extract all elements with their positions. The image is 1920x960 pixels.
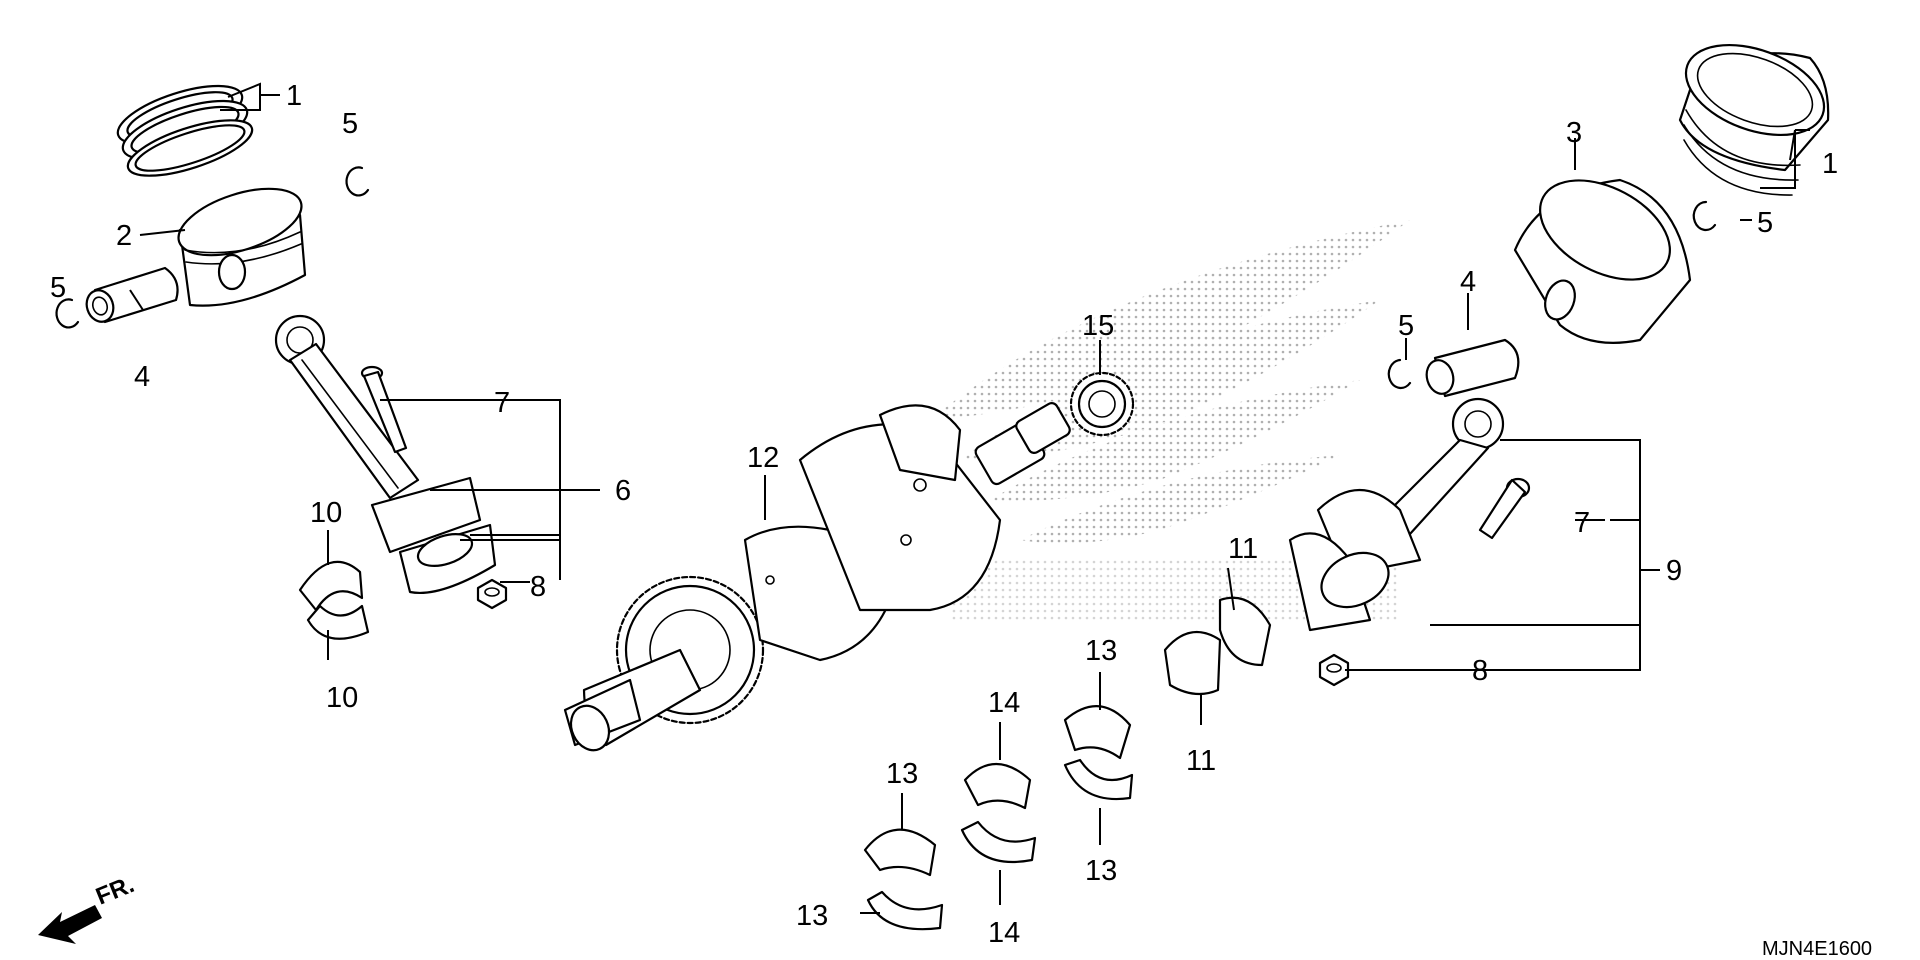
front-label: FR. [92,871,138,911]
callout-14: 14 [988,917,1020,949]
callout-13: 13 [886,758,918,790]
main-bearings-11 [1163,596,1272,696]
circlip-right-top [1692,200,1717,232]
callout-1: 1 [286,80,302,112]
conrod-bolt-left [360,365,408,454]
callout-5: 5 [50,272,66,304]
callout-13: 13 [796,900,828,932]
callout-4: 4 [1460,266,1476,298]
callout-13: 13 [1085,855,1117,887]
conrod-bolt-right [1478,477,1531,540]
crankshaft [563,402,1071,752]
circlip-left-top [345,166,370,197]
callout-10: 10 [310,497,342,529]
figure-code: MJN4E1600 [1762,938,1872,960]
callout-5: 5 [1398,310,1414,342]
callout-9: 9 [1666,555,1682,587]
cam-sprocket [1069,371,1135,437]
arrow-left-icon [38,905,102,944]
callout-4: 4 [134,361,150,393]
main-bearings-13-left [863,828,944,931]
callout-13: 13 [1085,635,1117,667]
callout-10: 10 [326,682,358,714]
callout-8: 8 [1472,655,1488,687]
rod-bearing-left [298,560,370,640]
callout-6: 6 [615,475,631,507]
callout-5: 5 [342,108,358,140]
main-bearings-13-right [1063,705,1134,801]
callout-5: 5 [1757,207,1773,239]
callout-15: 15 [1082,310,1114,342]
conrod-nut-right [1318,653,1350,687]
piston-rings-right [1678,43,1830,196]
callout-7: 7 [1574,507,1590,539]
callout-3: 3 [1566,117,1582,149]
callout-11: 11 [1228,533,1258,565]
piston-pin-left [85,266,179,324]
callout-labels: 1 1 2 3 4 4 5 5 5 5 6 7 7 8 8 9 10 10 11… [50,80,1838,949]
circlip-right-mid [1387,358,1412,390]
piston-right [1513,178,1692,344]
main-bearings-14 [960,762,1037,864]
piston-pin-right [1425,338,1520,398]
callout-2: 2 [116,220,132,252]
callout-11: 11 [1186,745,1216,777]
callout-14: 14 [988,687,1020,719]
circlip-left-side [55,298,80,329]
front-direction-arrow: FR. [38,871,138,944]
callout-7: 7 [494,387,510,419]
callout-1: 1 [1822,148,1838,180]
callout-8: 8 [530,571,546,603]
piston-rings-left [116,84,254,177]
callout-12: 12 [747,442,779,474]
connecting-rod-right [1288,397,1505,632]
connecting-rod-left [274,314,497,594]
conrod-nut-left [476,578,508,610]
leader-lines [129,82,1810,914]
piston-left [177,187,307,307]
